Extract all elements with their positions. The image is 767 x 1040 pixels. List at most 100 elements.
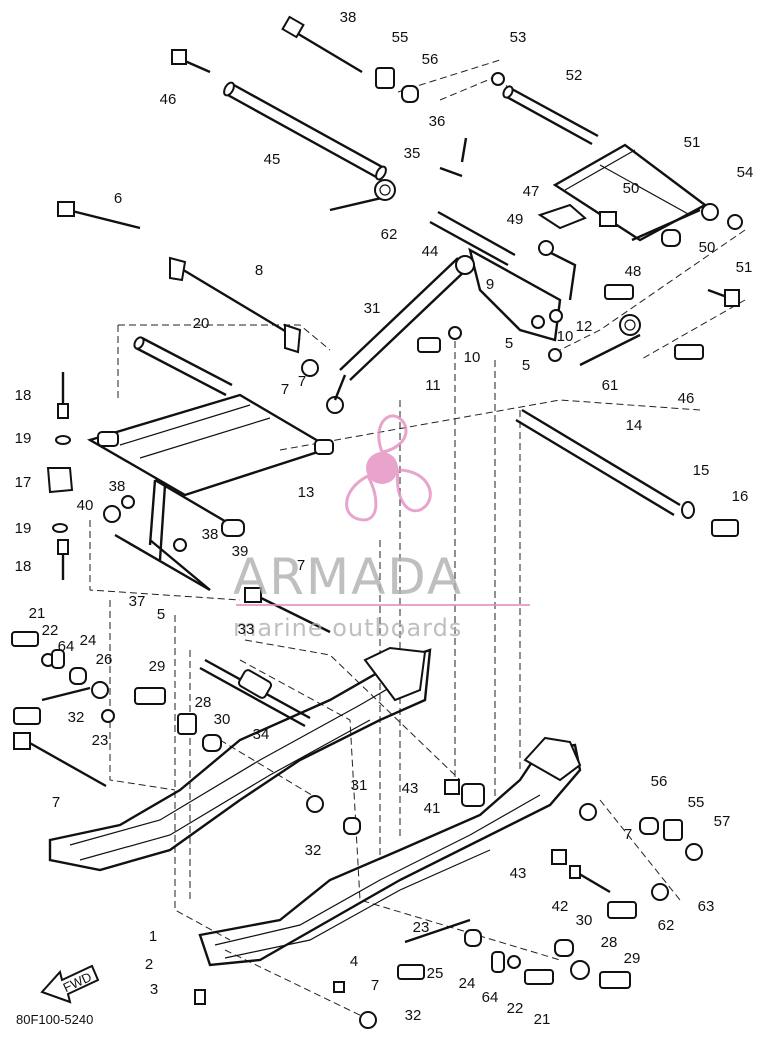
callout-55: 53 xyxy=(510,29,527,46)
callout-5a: 5 xyxy=(522,357,530,374)
callout-7c: 7 xyxy=(371,977,379,994)
callout-labels: 38 55 53 56 52 46 36 51 35 45 54 50 47 6… xyxy=(15,9,754,1028)
callout-22b: 22 xyxy=(507,1000,524,1017)
callout-7d: 7 xyxy=(298,373,306,390)
callout-64b: 64 xyxy=(482,989,499,1006)
callout-7a: 7 xyxy=(281,381,289,398)
callout-35: 35 xyxy=(404,145,421,162)
callout-22a: 22 xyxy=(42,622,59,639)
callout-29a: 30 xyxy=(214,711,231,728)
fwd-arrow-icon: FWD xyxy=(40,964,100,1004)
callout-32a: 32 xyxy=(68,709,85,726)
callout-36: 36 xyxy=(429,113,446,130)
callout-8: 8 xyxy=(255,262,263,279)
callout-1: 1 xyxy=(149,928,157,945)
callout-16: 16 xyxy=(732,488,749,505)
callout-46b: 46 xyxy=(678,390,695,407)
callout-47: 47 xyxy=(523,183,540,200)
callout-24a: 24 xyxy=(80,632,97,649)
callout-31: 31 xyxy=(364,300,381,317)
callout-28a: 29 xyxy=(149,658,166,675)
callout-54: 52 xyxy=(566,67,583,84)
callout-23b: 23 xyxy=(413,919,430,936)
callout-5c: 5 xyxy=(505,335,513,352)
callout-39: 39 xyxy=(232,543,249,560)
callout-55b: 54 xyxy=(737,164,754,181)
callout-10b: 10 xyxy=(464,349,481,366)
callout-6c: 7 xyxy=(52,794,60,811)
assembly-guide-lines xyxy=(89,59,746,1021)
callout-27b: 28 xyxy=(601,934,618,951)
callout-29b: 30 xyxy=(576,912,593,929)
callout-43a: 43 xyxy=(402,780,419,797)
callout-5b: 5 xyxy=(157,606,165,623)
callout-32b: 32 xyxy=(405,1007,422,1024)
callout-6b: 7 xyxy=(297,557,305,574)
diagram-code: 80F100-5240 xyxy=(16,1012,93,1027)
callout-19a: 19 xyxy=(15,430,32,447)
callout-33: 33 xyxy=(238,621,255,638)
callout-18a: 18 xyxy=(15,387,32,404)
callout-28b: 29 xyxy=(624,950,641,967)
callout-15: 15 xyxy=(693,462,710,479)
callout-2: 2 xyxy=(145,956,153,973)
fwd-label: FWD xyxy=(61,969,94,995)
callout-21b: 21 xyxy=(534,1011,551,1028)
callout-3: 3 xyxy=(150,981,158,998)
callout-62: 62 xyxy=(658,917,675,934)
callout-46: 46 xyxy=(160,91,177,108)
callout-18b: 18 xyxy=(15,558,32,575)
callout-42: 42 xyxy=(552,898,569,915)
callout-20: 20 xyxy=(193,315,210,332)
callout-56b: 55 xyxy=(688,794,705,811)
callout-58: 38 xyxy=(340,9,357,26)
callout-38a: 38 xyxy=(109,478,126,495)
callout-30a: 31 xyxy=(351,777,368,794)
callout-61: 62 xyxy=(381,226,398,243)
propeller-logo-icon xyxy=(345,414,432,522)
callout-59: 57 xyxy=(714,813,731,830)
callout-26: 26 xyxy=(96,651,113,668)
callout-64a: 64 xyxy=(58,638,75,655)
callout-60: 61 xyxy=(602,377,619,394)
callout-49: 49 xyxy=(507,211,524,228)
watermark-tagline: marine outboards xyxy=(233,614,462,642)
callout-14: 14 xyxy=(626,417,643,434)
callout-43b: 43 xyxy=(510,865,527,882)
watermark: ARMADA marine outboards xyxy=(233,414,530,642)
callout-17: 17 xyxy=(15,474,32,491)
callout-11: 11 xyxy=(425,377,441,394)
callout-24b: 24 xyxy=(459,975,476,992)
callout-12: 12 xyxy=(576,318,593,335)
parts-linework xyxy=(11,15,743,1029)
callout-10a: 10 xyxy=(557,328,574,345)
callout-21a: 21 xyxy=(29,605,46,622)
callout-7b: 7 xyxy=(624,826,632,843)
callout-41: 41 xyxy=(424,800,441,817)
callout-4: 4 xyxy=(350,953,358,970)
callout-51: 51 xyxy=(736,259,753,276)
callout-45: 45 xyxy=(264,151,281,168)
callout-30b: 32 xyxy=(305,842,322,859)
callout-34: 34 xyxy=(253,726,270,743)
callout-37: 37 xyxy=(129,593,146,610)
callout-57b: 56 xyxy=(651,773,668,790)
callout-6a: 6 xyxy=(114,190,122,207)
callout-52: 50 xyxy=(623,180,640,197)
callout-40: 40 xyxy=(77,497,94,514)
callout-50: 50 xyxy=(699,239,716,256)
callout-57: 56 xyxy=(422,51,439,68)
callout-53: 51 xyxy=(684,134,701,151)
callout-44: 44 xyxy=(422,243,439,260)
callout-19b: 19 xyxy=(15,520,32,537)
callout-56: 55 xyxy=(392,29,409,46)
callout-63: 63 xyxy=(698,898,715,915)
callout-9: 9 xyxy=(486,276,494,293)
watermark-brand: ARMADA xyxy=(233,548,463,606)
callout-25: 25 xyxy=(427,965,444,982)
callout-13: 13 xyxy=(298,484,315,501)
callout-48: 48 xyxy=(625,263,642,280)
callout-38b: 38 xyxy=(202,526,219,543)
callout-23a: 23 xyxy=(92,732,109,749)
